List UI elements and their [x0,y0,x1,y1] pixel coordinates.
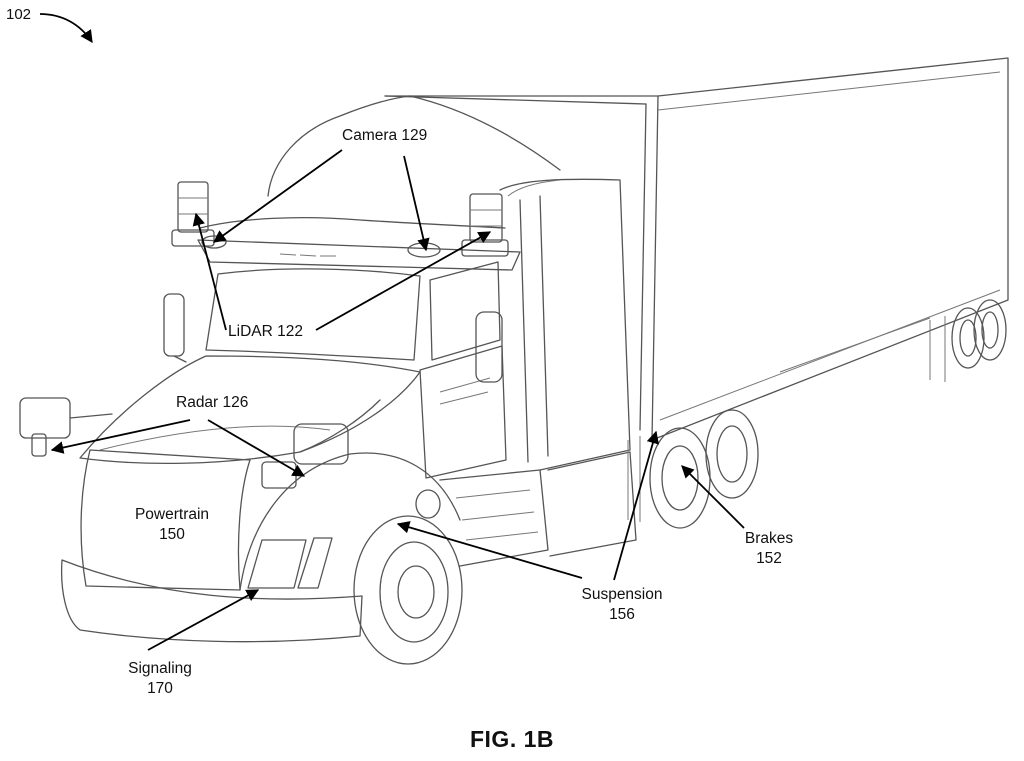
powertrain-label-name: Powertrain [124,505,220,525]
trailer [385,58,1008,440]
powertrain-label-number: 150 [124,525,220,545]
camera-label: Camera 129 [342,126,427,146]
brakes-label-name: Brakes [734,529,804,549]
front-fender [240,453,460,590]
signal-light-amber [298,538,332,588]
signal-light [248,540,306,588]
signaling-label-name: Signaling [114,659,206,679]
reference-numeral: 102 [6,6,31,23]
reference-arrow [40,14,92,42]
lidar-label-name: LiDAR 122 [228,322,303,342]
cab-body [198,96,630,470]
radar-label: Radar 126 [176,393,248,413]
brakes-label: Brakes 152 [734,529,804,569]
side-window [430,262,500,360]
figure-title: FIG. 1B [0,726,1024,753]
lidar-right [462,194,508,256]
brakes-label-number: 152 [734,549,804,569]
suspension-label-name: Suspension [574,585,670,605]
radar-sensor [262,462,296,488]
signaling-label-number: 170 [114,679,206,699]
suspension-label-number: 156 [574,605,670,625]
radar-label-name: Radar 126 [176,393,248,413]
camera-label-name: Camera 129 [342,126,427,146]
suspension-label: Suspension 156 [574,585,670,625]
lidar-label: LiDAR 122 [228,322,303,342]
signaling-label: Signaling 170 [114,659,206,699]
front-light [416,490,440,518]
bumper [62,560,362,642]
powertrain-label: Powertrain 150 [124,505,220,545]
windshield [206,269,420,360]
rear-wheels [628,410,758,528]
